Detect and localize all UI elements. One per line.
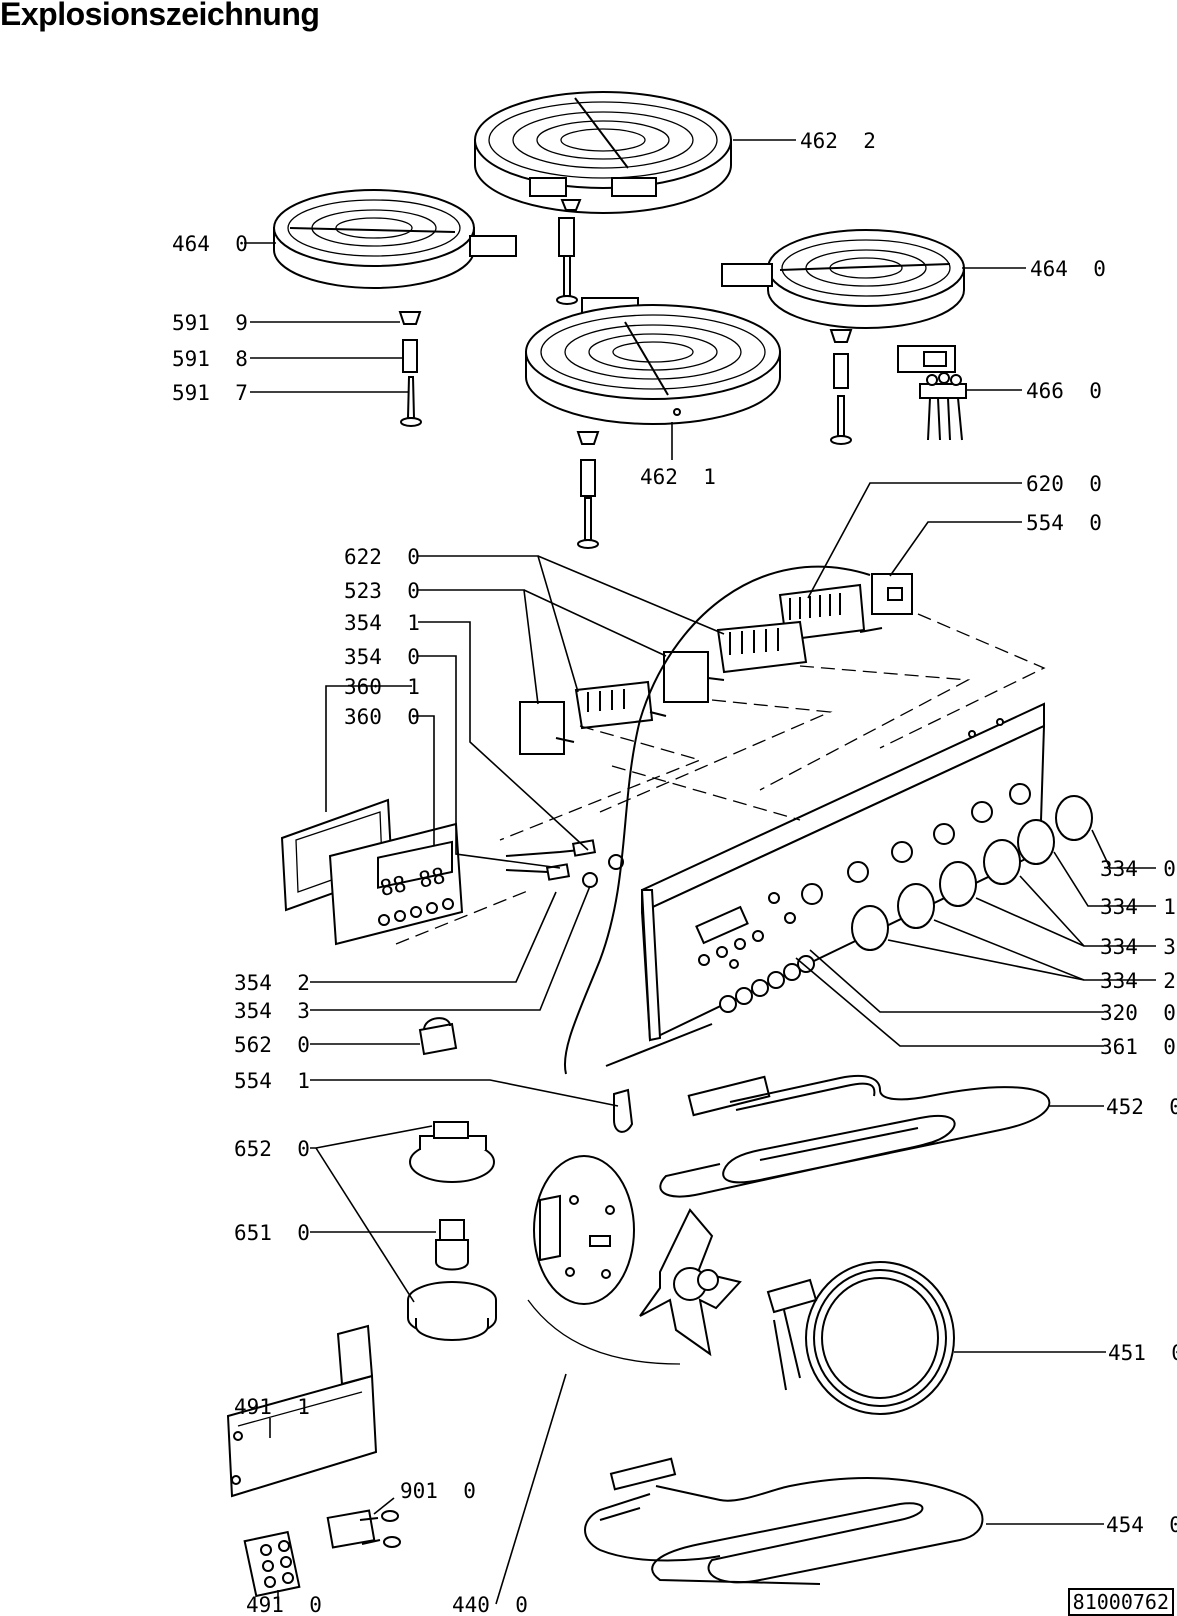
callout-491-0: 491 0	[246, 1593, 322, 1614]
spacer-tube-591-8	[402, 217, 849, 497]
push-buttons-320-361	[719, 955, 815, 1013]
leader-lines	[244, 139, 1156, 1605]
document-id-box: 81000762	[1067, 1588, 1174, 1616]
lower-heater-454-0	[584, 1457, 984, 1585]
callout-591-9: 591 9	[172, 311, 248, 335]
callout-360-0: 360 0	[344, 705, 420, 729]
callout-360-1: 360 1	[344, 675, 420, 699]
callout-651-0: 651 0	[234, 1221, 310, 1245]
callout-901-0: 901 0	[400, 1479, 476, 1503]
callout-464-0-left: 464 0	[172, 232, 248, 256]
capillary-tube	[564, 565, 871, 1075]
callout-354-2: 354 2	[234, 971, 310, 995]
signal-lamp-354	[505, 839, 624, 888]
terminal-block-466-0	[897, 345, 967, 441]
callout-334-0: 334 0	[1100, 857, 1176, 881]
thermostat-523-0	[519, 651, 725, 755]
lamp-clip-562-0	[418, 1017, 458, 1056]
hotplate-462-2	[474, 91, 732, 214]
control-panel	[640, 702, 1046, 1042]
assembly-guide-lines	[395, 613, 1046, 945]
callout-361-0: 361 0	[1100, 1035, 1176, 1059]
callout-354-1: 354 1	[344, 611, 420, 635]
ring-heater-451-0	[766, 1261, 955, 1415]
callout-523-0: 523 0	[344, 579, 420, 603]
energy-regulator-554-0	[871, 573, 913, 615]
callout-334-3: 334 3	[1100, 935, 1176, 959]
fan-cover-arc	[527, 1299, 681, 1365]
callout-562-0: 562 0	[234, 1033, 310, 1057]
callout-354-3: 354 3	[234, 999, 310, 1023]
callout-334-2: 334 2	[1100, 969, 1176, 993]
strain-relief-901-0	[326, 1509, 401, 1549]
callout-554-0: 554 0	[1026, 511, 1102, 535]
callout-334-1: 334 1	[1100, 895, 1176, 919]
selector-switch-622-0	[574, 620, 808, 730]
callout-491-1: 491 1	[234, 1395, 310, 1419]
mains-terminal-491-0	[243, 1530, 301, 1598]
callout-554-1: 554 1	[234, 1069, 310, 1093]
callout-320-0: 320 0	[1100, 1001, 1176, 1025]
callout-466-0: 466 0	[1026, 379, 1102, 403]
callout-462-2: 462 2	[800, 129, 876, 153]
callout-454-0: 454 0	[1106, 1513, 1177, 1537]
grill-element-452-0	[659, 1074, 1051, 1198]
callout-labels: 462 2 464 0 464 0 591 9 591 8 591 7 466 …	[172, 129, 1177, 1614]
hotplate-464-0-right	[721, 229, 965, 329]
sensor-clip-554-1	[613, 1088, 634, 1133]
cover-bracket-491-1	[226, 1324, 378, 1498]
control-knobs-334	[851, 795, 1093, 951]
callout-462-1: 462 1	[640, 465, 716, 489]
sensor-rod	[605, 1023, 713, 1067]
mounting-spring-591-9	[398, 199, 853, 445]
callout-591-7: 591 7	[172, 381, 248, 405]
oven-lamp-651-0	[435, 1219, 469, 1271]
callout-451-0: 451 0	[1108, 1341, 1177, 1365]
diagram-title: Explosionszeichnung	[0, 0, 320, 32]
callout-591-8: 591 8	[172, 347, 248, 371]
fan-motor-440-0	[533, 1155, 635, 1305]
callout-464-0-right: 464 0	[1030, 257, 1106, 281]
hotplate-462-1	[525, 297, 781, 425]
screw-591-7	[400, 255, 852, 549]
callout-452-0: 452 0	[1106, 1095, 1177, 1119]
callout-620-0: 620 0	[1026, 472, 1102, 496]
hotplate-464-0-left	[273, 189, 517, 289]
callout-652-0: 652 0	[234, 1137, 310, 1161]
fan-wheel	[639, 1208, 742, 1357]
lamp-socket-652-0	[407, 1121, 497, 1341]
callout-440-0: 440 0	[452, 1593, 528, 1614]
callout-622-0: 622 0	[344, 545, 420, 569]
electronic-clock-360-0: 88 88	[328, 822, 464, 946]
callout-354-0: 354 0	[344, 645, 420, 669]
